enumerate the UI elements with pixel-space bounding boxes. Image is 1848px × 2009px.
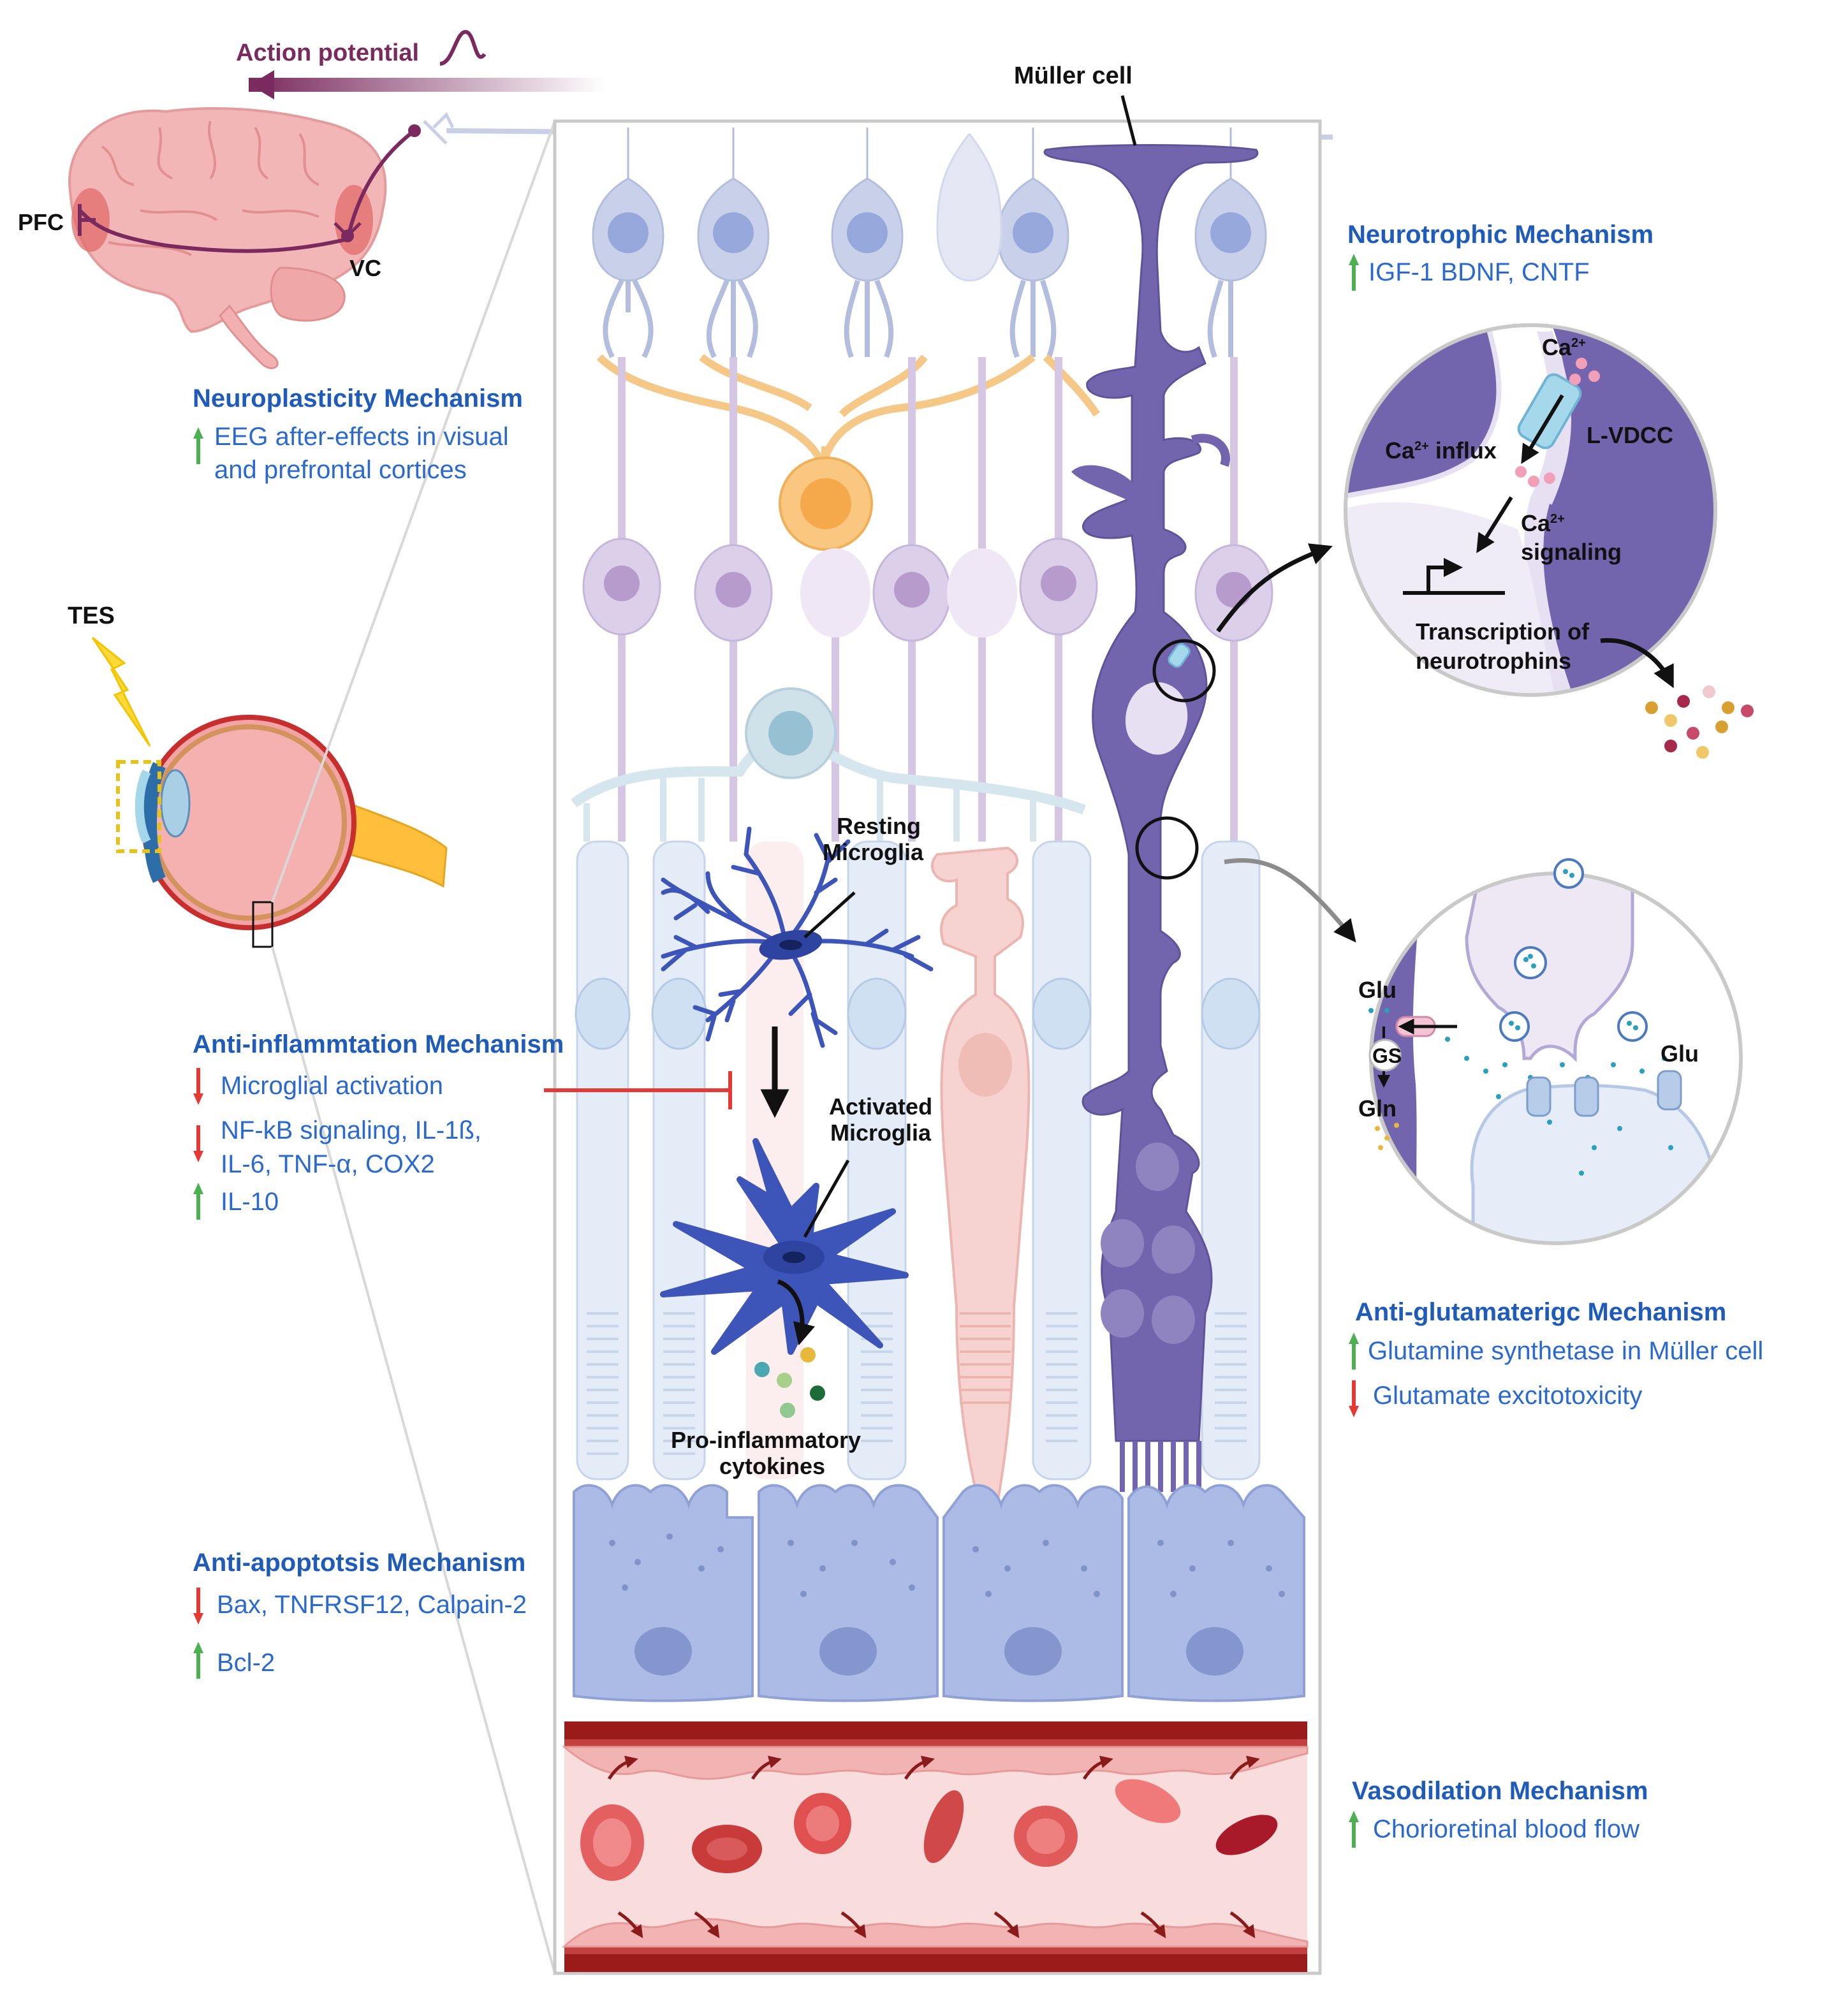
ca-top-label: Ca2+ — [1542, 334, 1586, 360]
resting-microglia — [661, 826, 934, 1048]
choroid-vessel — [561, 1721, 1309, 1972]
anti-glutamatergic-item1: Glutamine synthetase in Müller cell — [1368, 1337, 1764, 1365]
eye-illustration — [91, 121, 556, 1974]
muller-cell-label: Müller cell — [1014, 62, 1133, 89]
vc-label: VC — [349, 255, 382, 281]
anti-apoptosis-item1: Bax, TNFRSF12, Calpain-2 — [217, 1591, 527, 1619]
up-arrow-icon — [1349, 254, 1359, 291]
neurotrophic-item1: IGF-1 BDNF, CNTF — [1368, 258, 1590, 286]
neurotrophin-dots — [1645, 685, 1754, 759]
horizontal-cell — [571, 687, 1086, 842]
muller-cell — [1043, 95, 1259, 1492]
spike-icon — [439, 29, 487, 66]
photoreceptor-layer — [575, 840, 1261, 1519]
red-blood-cells — [580, 1779, 1278, 1881]
tes-label: TES — [68, 603, 115, 629]
calcium-signaling-inset — [1216, 323, 1754, 759]
neuroplasticity-title: Neuroplasticity Mechanism — [193, 384, 523, 413]
lightning-icon — [91, 636, 151, 747]
transcription-label-1: Transcription of — [1416, 618, 1590, 645]
action-potential-label: Action potential — [236, 40, 420, 66]
down-arrow-icon — [193, 1125, 203, 1162]
down-arrow-icon — [1349, 1380, 1359, 1417]
gs-label: GS — [1372, 1044, 1402, 1067]
ca-signaling-label: Ca2+ — [1521, 510, 1565, 536]
ca-influx-label: Ca2+ influx — [1385, 437, 1497, 464]
anti-apoptosis-item2: Bcl-2 — [217, 1649, 275, 1677]
neuroplasticity-line2: and prefrontal cortices — [214, 456, 467, 484]
resting-microglia-label: Resting Microglia — [823, 813, 924, 866]
neurotrophic-title: Neurotrophic Mechanism — [1347, 221, 1654, 249]
neuroplasticity-line1: EEG after-effects in visual — [214, 423, 509, 451]
up-arrow-icon — [193, 1642, 203, 1679]
glu-left-label: Glu — [1358, 977, 1397, 1003]
anti-glutamatergic-item2: Glutamate excitotoxicity — [1373, 1382, 1643, 1410]
rpe-layer — [573, 1484, 1305, 1702]
up-arrow-icon — [193, 1183, 203, 1220]
anti-inflammation-item2b: IL-6, TNF-α, COX2 — [221, 1150, 435, 1178]
vasodilation-item1: Chorioretinal blood flow — [1373, 1815, 1640, 1843]
ganglion-cell-layer — [592, 128, 1267, 358]
glutamate-inset — [1224, 858, 1743, 1245]
lvdcc-label: L-VDCC — [1587, 422, 1673, 448]
brain-illustration — [68, 107, 455, 369]
bipolar-cell-layer — [582, 357, 1273, 842]
cytokine-dots — [754, 1347, 825, 1418]
down-arrow-icon — [193, 1588, 203, 1625]
anti-inflammation-title: Anti-inflammtation Mechanism — [193, 1030, 564, 1058]
vasodilation-title: Vasodilation Mechanism — [1352, 1777, 1648, 1805]
anti-inflammation-item3: IL-10 — [221, 1188, 279, 1216]
anti-inflammation-item1: Microglial activation — [221, 1072, 444, 1100]
anti-apoptosis-title: Anti-apoptotsis Mechanism — [193, 1549, 526, 1577]
action-potential-arrow — [249, 29, 606, 99]
inhibition-line — [544, 1071, 732, 1109]
up-arrow-icon — [1349, 1333, 1359, 1370]
up-arrow-icon — [193, 427, 203, 464]
activated-microglia-label: Activated Microglia — [829, 1093, 933, 1146]
anti-inflammation-item2a: NF-kB signaling, IL-1ß, — [221, 1116, 482, 1144]
glu-right-label: Glu — [1661, 1041, 1699, 1067]
cytokines-label: Pro-inflammatory cytokines — [671, 1427, 862, 1480]
signaling-label: signaling — [1521, 539, 1622, 565]
down-arrow-icon — [193, 1068, 203, 1105]
anti-glutamatergic-title: Anti-glutamaterigc Mechanism — [1355, 1298, 1727, 1326]
activated-microglia — [660, 1138, 909, 1355]
transcription-label-2: neurotrophins — [1416, 648, 1571, 674]
gln-label: Gln — [1358, 1095, 1397, 1121]
up-arrow-icon — [1349, 1811, 1359, 1848]
pfc-label: PFC — [18, 209, 64, 235]
